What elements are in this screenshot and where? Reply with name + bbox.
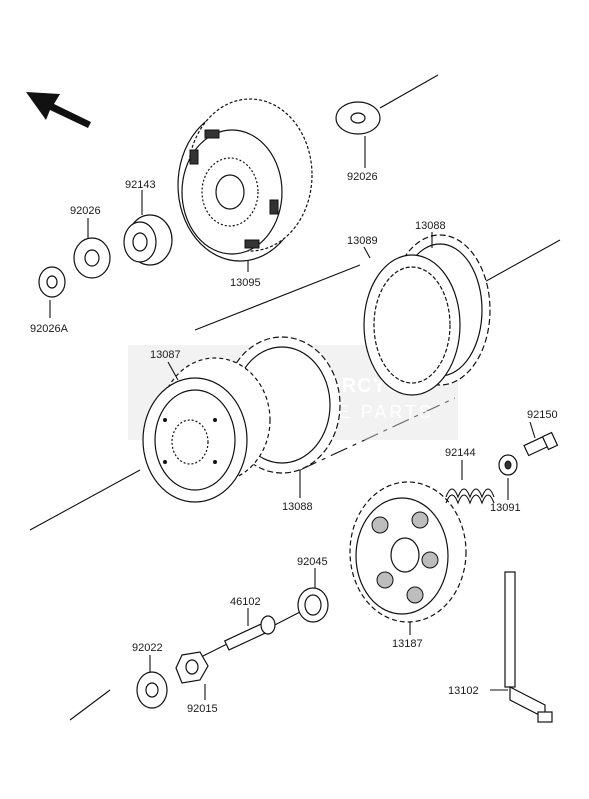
callout-92026-top: 92026 bbox=[347, 171, 378, 183]
part-steel-plate-13089 bbox=[363, 254, 461, 396]
callout-13187: 13187 bbox=[392, 638, 423, 650]
part-washer-92022 bbox=[136, 671, 168, 709]
part-washer-92026A bbox=[38, 266, 66, 298]
part-collar-92143 bbox=[123, 214, 173, 266]
callout-92045: 92045 bbox=[297, 556, 328, 568]
callout-92015: 92015 bbox=[187, 703, 218, 715]
callout-13088-bottom: 13088 bbox=[282, 501, 313, 513]
callout-92026-left: 92026 bbox=[70, 205, 101, 217]
part-bearing-92045 bbox=[297, 587, 329, 623]
callout-92144: 92144 bbox=[445, 447, 476, 459]
part-clutch-housing-13095 bbox=[177, 98, 313, 262]
part-push-rod-46102 bbox=[223, 615, 276, 651]
part-bolt-92150 bbox=[523, 431, 559, 457]
part-washer-92026-left bbox=[73, 237, 111, 279]
callout-46102: 46102 bbox=[230, 596, 261, 608]
callout-leaders bbox=[49, 136, 536, 700]
callout-92150: 92150 bbox=[527, 409, 558, 421]
callout-13088-top: 13088 bbox=[415, 220, 446, 232]
callout-13102: 13102 bbox=[448, 685, 479, 697]
part-spring-92144 bbox=[445, 488, 495, 505]
callout-92022: 92022 bbox=[132, 642, 163, 654]
callout-labels: 92026 92143 92026 92026A 13095 13089 130… bbox=[30, 171, 558, 715]
part-pressure-plate-13187 bbox=[349, 481, 467, 623]
part-nut-92015 bbox=[175, 651, 209, 684]
part-holder-13091 bbox=[498, 454, 518, 476]
part-washer-92026-top bbox=[335, 101, 381, 135]
callout-13087: 13087 bbox=[150, 349, 181, 361]
part-clutch-hub-13087 bbox=[142, 357, 271, 503]
callout-13091: 13091 bbox=[490, 502, 521, 514]
callout-92026A: 92026A bbox=[30, 323, 69, 335]
part-release-lever-13102 bbox=[504, 571, 553, 723]
front-direction-arrow-icon bbox=[26, 92, 91, 128]
callout-13095: 13095 bbox=[230, 277, 261, 289]
callout-92143: 92143 bbox=[125, 179, 156, 191]
callout-13089: 13089 bbox=[347, 235, 378, 247]
